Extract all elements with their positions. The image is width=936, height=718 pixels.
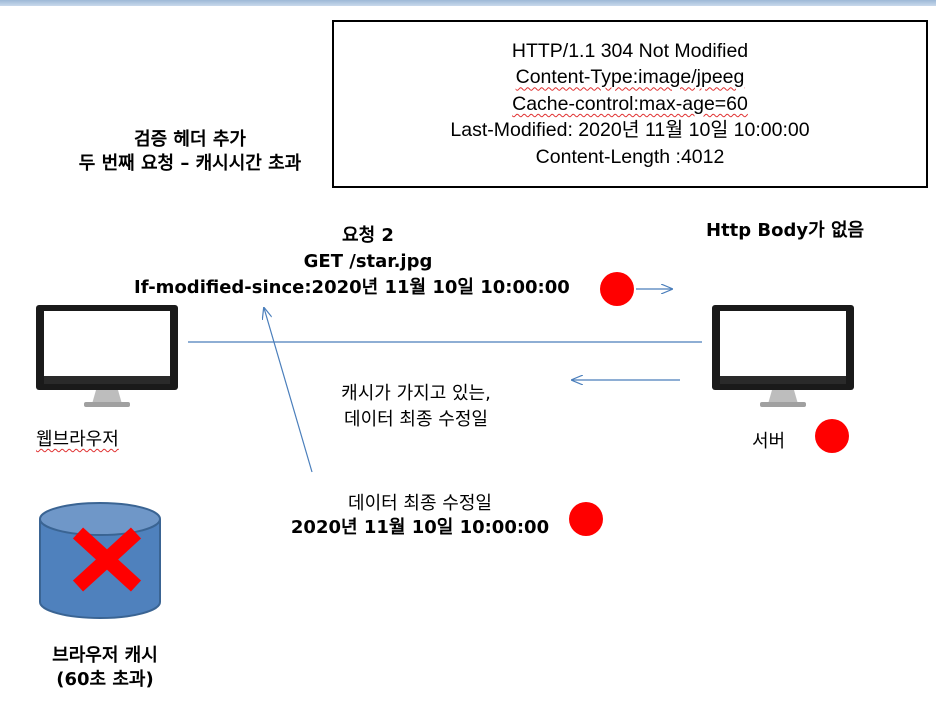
browser-cache-line-2: (60초 초과): [56, 669, 154, 690]
cache-note: 캐시가 가지고 있는, 데이터 최종 수정일: [296, 381, 536, 433]
cache-header-arrow: [264, 308, 313, 473]
cache-expired-x-icon: [72, 527, 142, 592]
title-line-2: 두 번째 요청 – 캐시시간 초과: [78, 153, 302, 174]
cache-note-line-1: 캐시가 가지고 있는,: [341, 383, 491, 404]
browser-cache-label: 브라우저 캐시 (60초 초과): [20, 644, 190, 692]
response-content-type-text: Content-Type:image/jpeeg: [515, 66, 745, 89]
request-label: 요청 2: [342, 225, 394, 246]
response-cache-control: Cache-control:max-age=60: [512, 91, 748, 118]
response-last-modified: Last-Modified: 2020년 11월 10일 10:00:00: [450, 119, 810, 142]
response-cache-control-text: Cache-control:max-age=60: [512, 92, 748, 115]
data-modified-label: 데이터 최종 수정일 2020년 11월 10일 10:00:00: [270, 492, 570, 540]
server-status-dot: [815, 419, 849, 453]
data-modified-line-2: 2020년 11월 10일 10:00:00: [290, 517, 550, 538]
title-line-1: 검증 헤더 추가: [134, 129, 246, 150]
server-label: 서버: [752, 431, 786, 452]
http-response-box: HTTP/1.1 304 Not Modified Content-Type:i…: [332, 20, 928, 188]
data-modified-line-1: 데이터 최종 수정일: [348, 493, 492, 514]
request-status-dot: [600, 272, 634, 306]
server-note: Http Body가 없음: [706, 220, 865, 241]
data-modified-dot: [569, 502, 603, 536]
browser-monitor-icon: [36, 305, 178, 407]
diagram-title: 검증 헤더 추가 두 번째 요청 – 캐시시간 초과: [0, 128, 380, 176]
request-if-modified-since: If-modified-since:2020년 11월 10일 10:00:00: [134, 277, 570, 298]
response-content-type: Content-Type:image/jpeeg: [516, 64, 745, 91]
browser-label-text: 웹브라우저: [36, 429, 119, 450]
response-status-line: HTTP/1.1 304 Not Modified: [511, 39, 749, 62]
response-content-length: Content-Length :4012: [535, 145, 725, 168]
cache-note-line-2: 데이터 최종 수정일: [344, 409, 488, 430]
browser-label: 웹브라우저: [36, 427, 119, 453]
request-method-line: GET /star.jpg: [303, 251, 433, 272]
browser-cache-line-1: 브라우저 캐시: [52, 645, 158, 666]
slide-top-bar: [0, 0, 936, 6]
server-monitor-icon: [712, 305, 854, 407]
